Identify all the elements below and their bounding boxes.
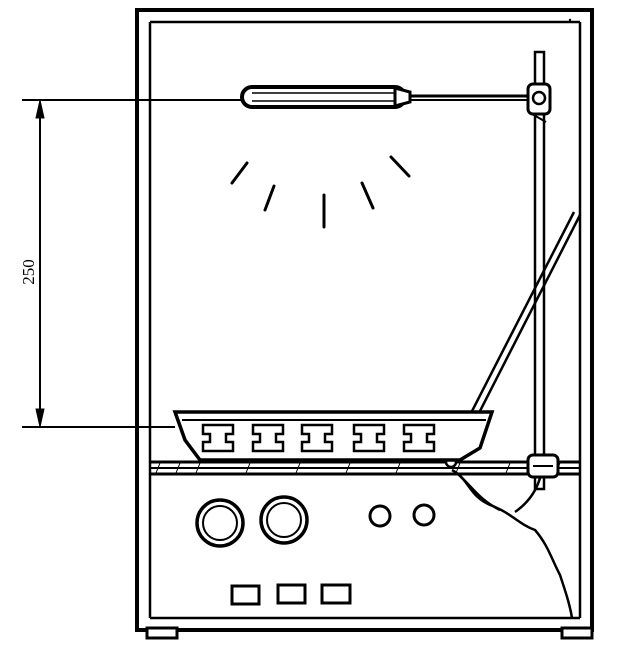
foot-right: [560, 626, 594, 640]
lamp-tube: [240, 85, 530, 109]
light-ray: [263, 184, 276, 212]
test-specimens: [201, 423, 436, 453]
dimension-annotation: 250: [19, 99, 242, 428]
switch-button: [276, 583, 307, 605]
light-ray: [389, 155, 411, 178]
control-panel: [195, 495, 436, 606]
knob-right: [412, 503, 436, 527]
dimension-arrow-bottom: [35, 408, 45, 428]
retort-stand: [526, 50, 560, 491]
lamp-tube-body: [240, 85, 407, 109]
sample-tray: [172, 410, 495, 462]
switch-button: [230, 584, 261, 606]
dimension-arrow-top: [35, 99, 45, 119]
lamp-end-cap: [393, 86, 412, 108]
specimen: [352, 423, 386, 453]
dimension-value-label: 250: [19, 259, 38, 285]
lower-clamp: [526, 453, 560, 479]
gauge-right: [259, 495, 309, 545]
knob-left: [368, 504, 392, 528]
light-ray: [230, 161, 249, 185]
specimen: [300, 423, 334, 453]
upper-clamp: [526, 82, 552, 123]
cabinet: [135, 8, 594, 632]
gauge-left: [195, 498, 245, 548]
specimen: [402, 423, 436, 453]
cabinet-feet: [145, 626, 594, 640]
foot-left: [145, 626, 179, 640]
specimen: [251, 423, 285, 453]
light-rays: [230, 155, 411, 229]
switch-button: [320, 583, 352, 605]
cabinet-outer-wall: [135, 8, 594, 632]
switch-buttons: [230, 583, 352, 606]
specimen: [201, 423, 235, 453]
corner-mark: [568, 18, 572, 22]
light-ray: [360, 181, 375, 210]
wiring-cutaway: [451, 468, 574, 619]
shelf-platform: [150, 460, 580, 476]
